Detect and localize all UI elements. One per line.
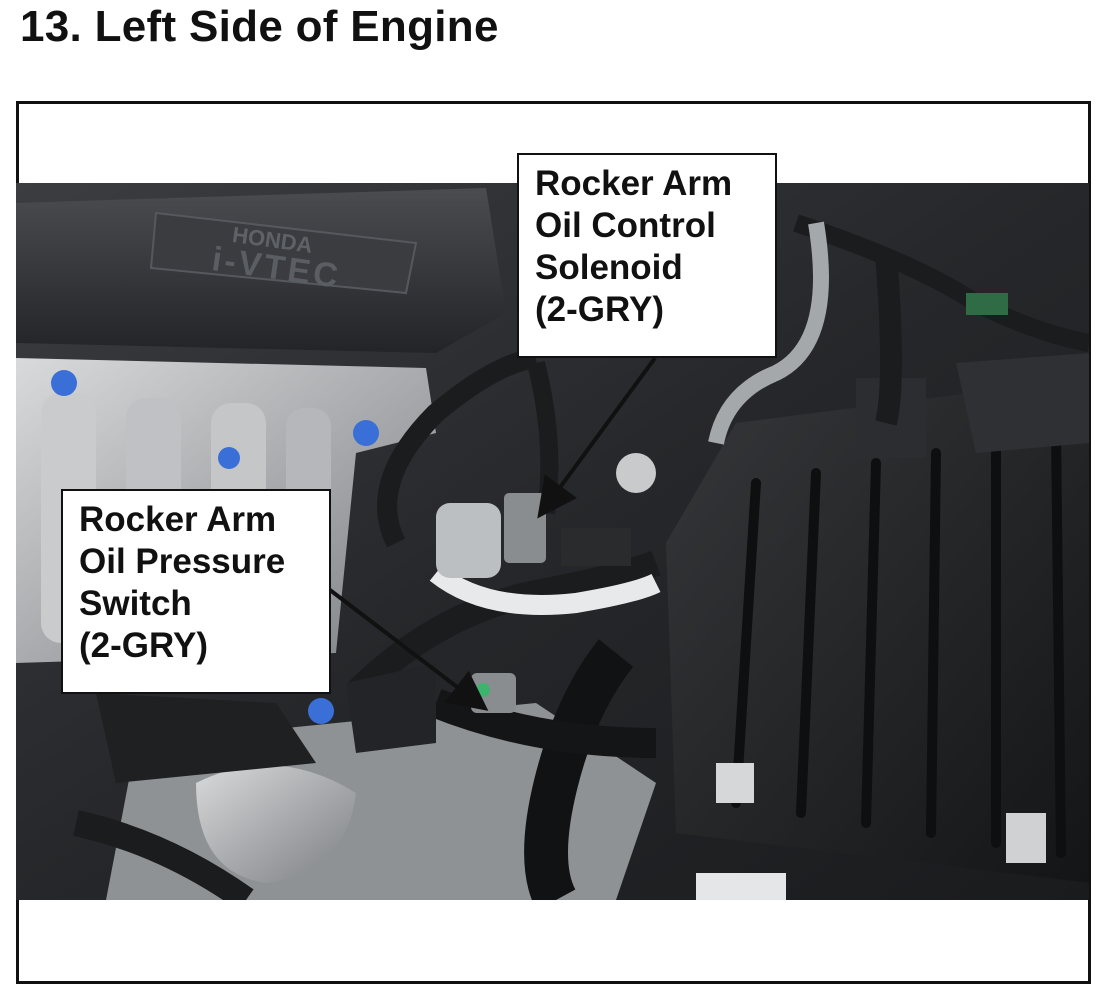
callout-line: Rocker Arm [535, 164, 733, 203]
figure-title: 13. Left Side of Engine [20, 2, 499, 51]
callout-line: Solenoid [535, 248, 683, 287]
callout-line: (2-GRY) [535, 290, 664, 329]
hose-silver [708, 221, 829, 445]
solenoid-arrow [537, 356, 657, 519]
callout-line: Rocker Arm [79, 500, 277, 539]
solenoid-connector [504, 493, 546, 563]
callout-oil-control-solenoid: Rocker Arm Oil Control Solenoid (2-GRY) [517, 153, 777, 358]
blue-bolt [353, 420, 379, 446]
callout-line: Oil Control [535, 206, 716, 245]
air-filter-box [666, 378, 1089, 883]
callout-line: Switch [79, 584, 192, 623]
wiring-harness [346, 550, 661, 703]
callout-line: Oil Pressure [79, 542, 286, 581]
switch-arrow [328, 588, 489, 711]
callout-oil-pressure-switch: Rocker Arm Oil Pressure Switch (2-GRY) [61, 489, 331, 694]
solenoid-body [436, 503, 501, 578]
coolant-hose [524, 639, 634, 900]
callout-line: (2-GRY) [79, 626, 208, 665]
engine-photo: HONDA i-VTEC [16, 183, 1089, 900]
blue-bolt [218, 447, 240, 469]
blue-bolt [308, 698, 334, 724]
blue-bolt [51, 370, 77, 396]
